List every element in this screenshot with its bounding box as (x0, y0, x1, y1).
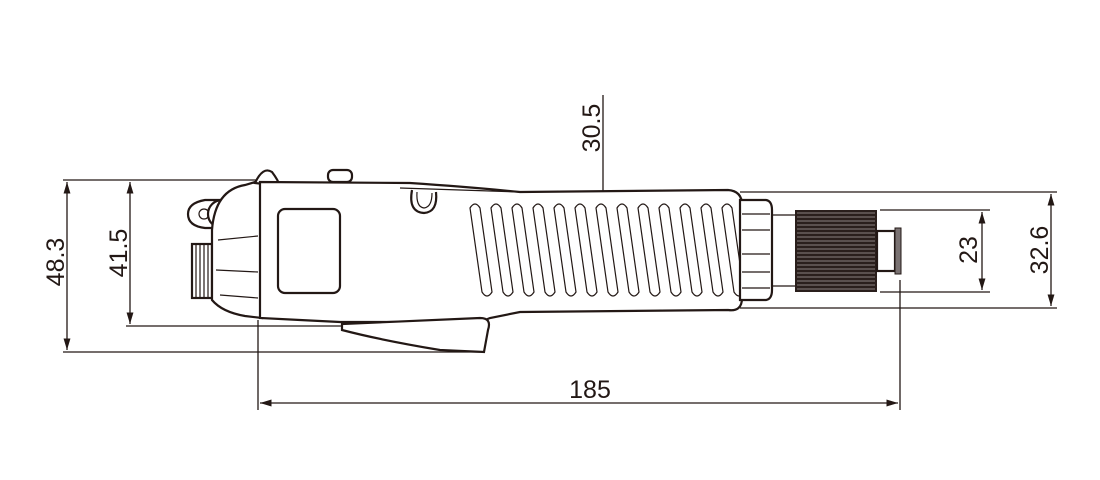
screwdriver-body (186, 168, 902, 354)
grip-slot (616, 203, 640, 297)
bit-tip (894, 227, 902, 275)
grip-slot (637, 203, 661, 297)
grip-slot (595, 203, 619, 297)
grip-slot (553, 203, 577, 297)
dim-overall-height: 48.3 (42, 238, 70, 287)
dim-overall-length: 185 (569, 376, 611, 404)
extension-lines (63, 179, 1057, 410)
grip-slot (469, 203, 493, 297)
display-window (276, 207, 342, 295)
grip-slot (679, 203, 703, 297)
grip-slot (490, 203, 514, 297)
housing (258, 180, 744, 324)
dim-body-height: 41.5 (105, 229, 133, 278)
grip-slot (532, 203, 556, 297)
grip-slot (658, 203, 682, 297)
bit-holder-knurl (795, 210, 877, 292)
dim-grip-height: 30.5 (578, 104, 606, 153)
dim-collar-diameter: 32.6 (1026, 226, 1054, 275)
cable-connector (190, 242, 214, 300)
grip-slot (574, 203, 598, 297)
screw-boss (410, 189, 438, 215)
grip-slot (700, 203, 724, 297)
trigger (340, 316, 491, 354)
front-collar (738, 198, 774, 302)
dim-bit-holder-diameter: 23 (955, 236, 983, 264)
grip-slot (511, 203, 535, 297)
reverse-switch (326, 168, 354, 184)
